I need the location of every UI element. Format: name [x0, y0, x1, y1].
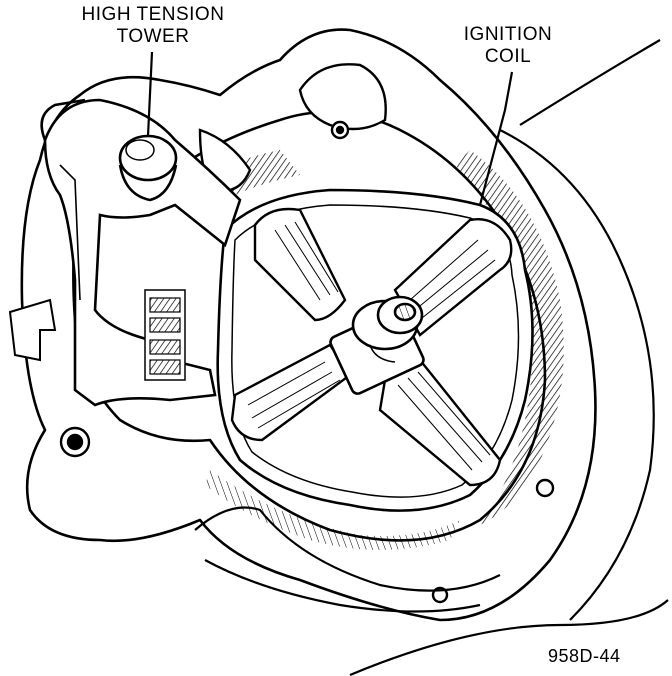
- leader-ignition-coil: [478, 71, 514, 206]
- high-tension-tower: [40, 98, 242, 407]
- leader-high-tension-tower: [146, 51, 154, 137]
- label-ignition-coil-line2: COIL: [484, 46, 532, 67]
- wiring-connector: [8, 289, 186, 381]
- callout-leader-lines: [146, 51, 514, 206]
- ignition-coil-windings: [230, 207, 513, 487]
- label-high-tension-tower-line2: TOWER: [116, 26, 190, 47]
- housing-flange: [194, 506, 501, 613]
- engine-background: [349, 39, 669, 676]
- label-ignition-coil-line1: IGNITION: [463, 24, 553, 45]
- figure-number: 958D-44: [548, 646, 621, 666]
- label-high-tension-tower-line1: HIGH TENSION: [81, 4, 225, 25]
- distributor-shaft: [329, 295, 425, 395]
- label-high-tension-tower: HIGH TENSION TOWER: [60, 4, 246, 48]
- label-ignition-coil: IGNITION COIL: [444, 24, 572, 68]
